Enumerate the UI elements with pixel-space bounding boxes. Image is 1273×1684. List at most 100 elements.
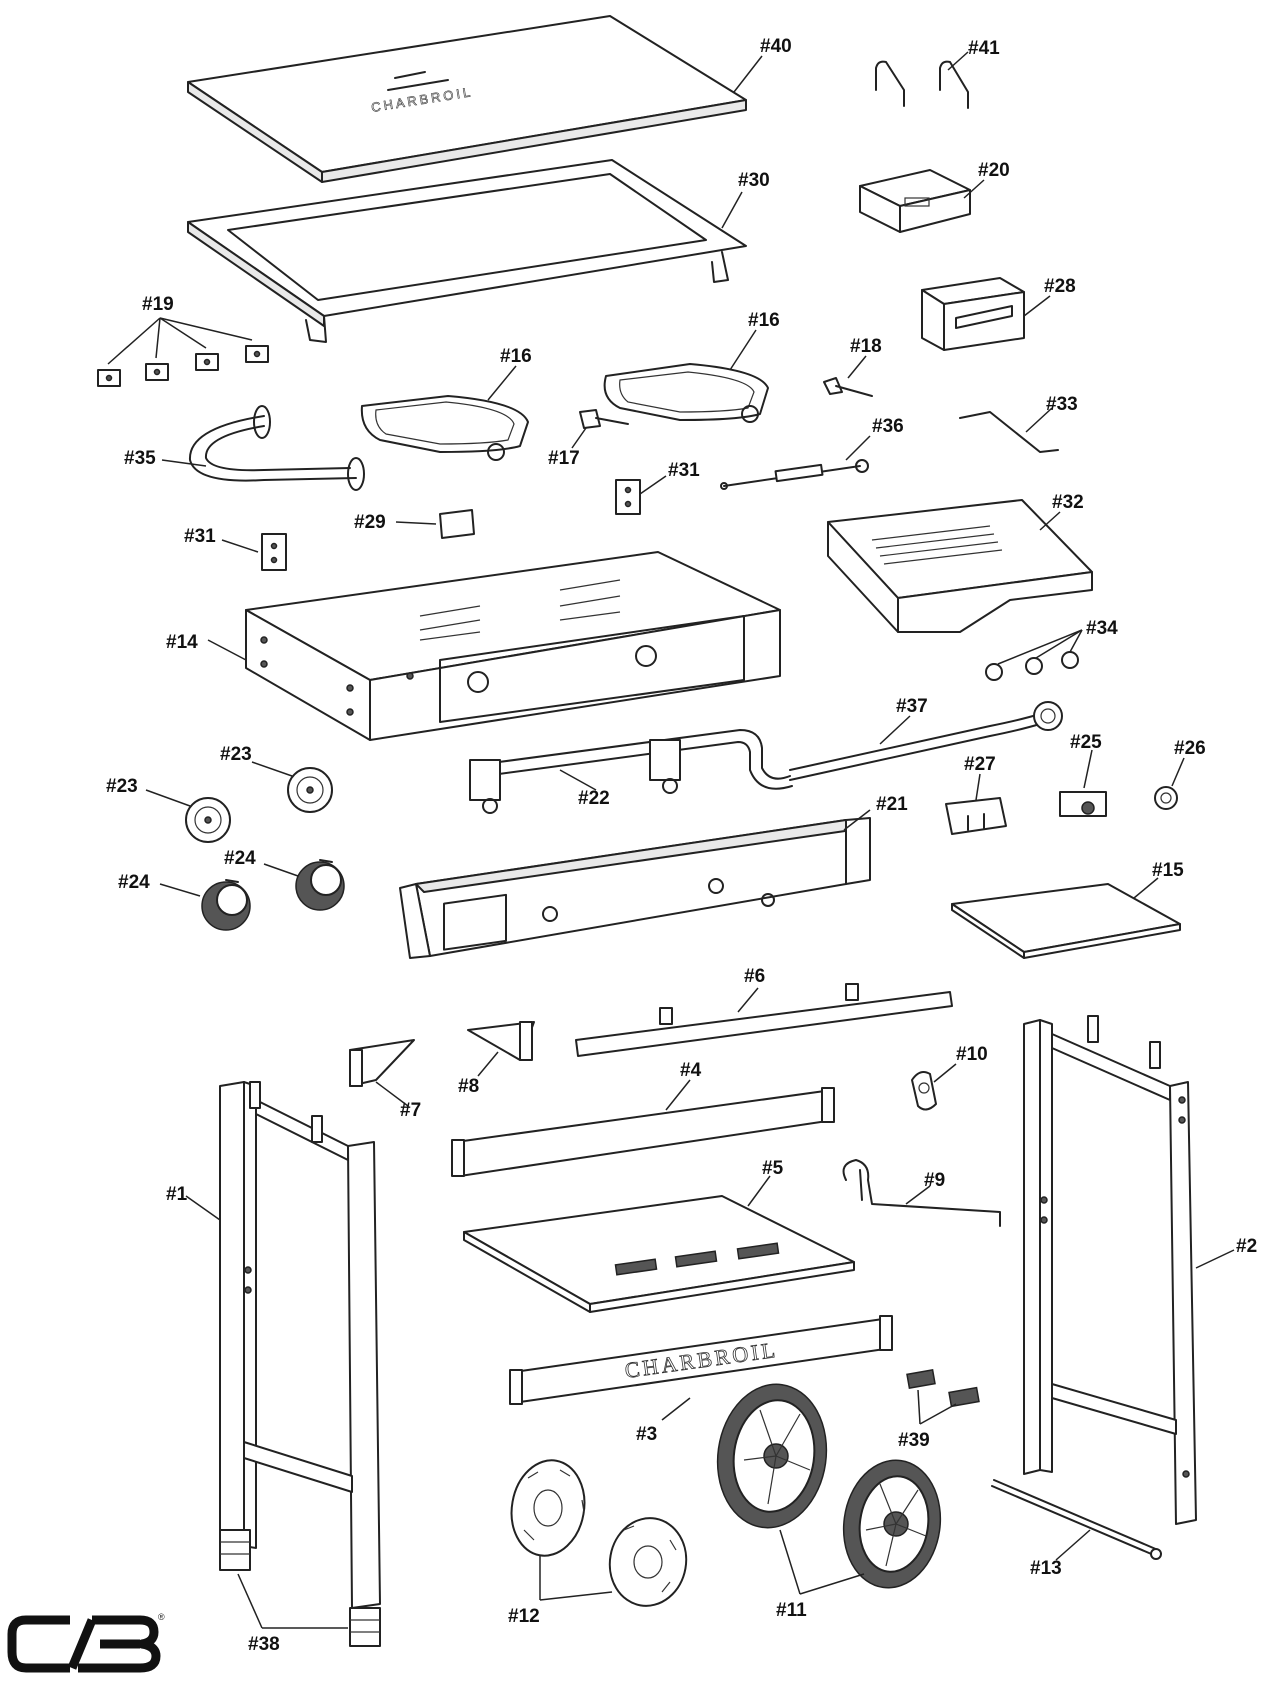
- svg-text:#31: #31: [668, 460, 700, 481]
- part-19-brackets: [97, 345, 269, 387]
- svg-text:#34: #34: [1086, 618, 1118, 639]
- label-15: #15: [1133, 860, 1184, 899]
- svg-text:#4: #4: [680, 1060, 702, 1081]
- svg-text:#6: #6: [744, 966, 765, 987]
- part-11-wheels: [716, 1383, 942, 1589]
- label-36: #36: [845, 416, 904, 461]
- label-22: #22: [559, 769, 610, 809]
- part-35-side-handle: [188, 405, 365, 491]
- part-37-regulator-hose: [789, 701, 1063, 781]
- svg-text:#31: #31: [184, 526, 216, 547]
- part-2-right-leg-frame: [1023, 1015, 1197, 1525]
- part-39-caster-blocks: [906, 1368, 980, 1408]
- label-38: #38: [237, 1573, 348, 1655]
- label-41: #41: [947, 38, 1000, 71]
- part-16-burner-left: [360, 395, 529, 461]
- part-24-knob-right: [295, 859, 345, 911]
- label-24a: #24: [118, 872, 201, 897]
- part-28-grease-cup: [921, 277, 1025, 351]
- label-7: #7: [375, 1081, 421, 1121]
- part-31-bracket-right: [615, 479, 641, 515]
- lid-logo-icon: [387, 71, 449, 91]
- part-8-corner-bracket: [467, 1021, 535, 1061]
- svg-text:#21: #21: [876, 794, 908, 815]
- brand-logo: ®: [7, 1612, 165, 1673]
- registered-mark: ®: [158, 1612, 165, 1622]
- svg-text:#32: #32: [1052, 492, 1084, 513]
- svg-text:#27: #27: [964, 754, 996, 775]
- svg-text:#40: #40: [760, 36, 792, 57]
- vent-slots: [871, 525, 1003, 565]
- label-2: #2: [1195, 1236, 1257, 1269]
- part-20-basket: [859, 169, 971, 233]
- label-9: #9: [905, 1170, 945, 1205]
- label-31b: #31: [639, 460, 700, 495]
- svg-text:#35: #35: [124, 448, 156, 469]
- svg-text:#1: #1: [166, 1184, 188, 1205]
- label-8: #8: [458, 1051, 499, 1097]
- svg-text:#38: #38: [248, 1634, 280, 1655]
- label-19: #19: [107, 294, 253, 365]
- part-22-gas-manifold: [469, 729, 793, 814]
- svg-text:#36: #36: [872, 416, 904, 437]
- label-6: #6: [737, 966, 765, 1013]
- label-17: #17: [548, 427, 587, 469]
- svg-text:#22: #22: [578, 788, 610, 809]
- label-23b: #23: [220, 744, 293, 777]
- label-5: #5: [747, 1158, 784, 1207]
- svg-text:#37: #37: [896, 696, 928, 717]
- part-23-bezel-right: [287, 767, 333, 813]
- label-34: #34: [997, 618, 1118, 665]
- part-7-corner-bracket: [349, 1039, 415, 1087]
- svg-text:#23: #23: [220, 744, 252, 765]
- label-32: #32: [1039, 492, 1084, 531]
- svg-text:#13: #13: [1030, 1558, 1062, 1579]
- label-4: #4: [665, 1060, 702, 1111]
- label-10: #10: [933, 1044, 988, 1083]
- svg-text:#3: #3: [636, 1424, 657, 1445]
- label-20: #20: [963, 160, 1010, 199]
- svg-text:#5: #5: [762, 1158, 784, 1179]
- label-31a: #31: [184, 526, 259, 553]
- label-35: #35: [124, 448, 207, 469]
- label-26: #26: [1171, 738, 1206, 787]
- svg-text:#26: #26: [1174, 738, 1206, 759]
- label-39: #39: [898, 1389, 957, 1451]
- svg-text:#17: #17: [548, 448, 580, 469]
- svg-text:#33: #33: [1046, 394, 1078, 415]
- svg-text:#24: #24: [118, 872, 150, 893]
- part-13-axle: [991, 1479, 1162, 1560]
- svg-text:#11: #11: [776, 1600, 807, 1621]
- part-12-hubcaps: [510, 1459, 688, 1607]
- svg-text:#28: #28: [1044, 276, 1076, 297]
- svg-text:#19: #19: [142, 294, 174, 315]
- label-12: #12: [508, 1556, 613, 1627]
- svg-text:#18: #18: [850, 336, 882, 357]
- part-4-rail: [451, 1087, 835, 1177]
- svg-text:#23: #23: [106, 776, 138, 797]
- label-29: #29: [354, 512, 437, 533]
- svg-text:#10: #10: [956, 1044, 988, 1065]
- svg-text:#20: #20: [978, 160, 1010, 181]
- label-18: #18: [847, 336, 882, 379]
- svg-text:#25: #25: [1070, 732, 1102, 753]
- svg-text:#9: #9: [924, 1170, 945, 1191]
- part-29-clip: [439, 509, 475, 539]
- label-16b: #16: [729, 310, 780, 371]
- label-14: #14: [166, 632, 247, 661]
- part-6-rail: [575, 983, 953, 1057]
- part-16-burner-right: [603, 363, 769, 423]
- label-40: #40: [733, 36, 792, 93]
- part-23-bezel-left: [185, 797, 231, 843]
- part-1-left-leg-frame: [219, 1081, 381, 1609]
- label-11: #11: [776, 1529, 865, 1621]
- svg-text:#29: #29: [354, 512, 386, 533]
- svg-text:#14: #14: [166, 632, 198, 653]
- part-34-bezels: [985, 651, 1079, 681]
- svg-text:#2: #2: [1236, 1236, 1257, 1257]
- part-26-igniter-button: [1154, 786, 1178, 810]
- part-40-lid: CHARBROIL: [187, 15, 747, 183]
- part-18-electrode: [823, 377, 873, 397]
- part-3-front-rail: CHARBROIL: [509, 1315, 893, 1405]
- logo-c-icon: [7, 1615, 70, 1673]
